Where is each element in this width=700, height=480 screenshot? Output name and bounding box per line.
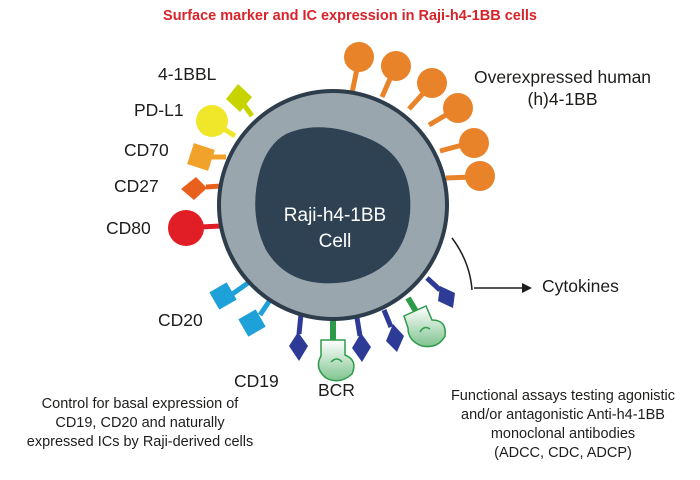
- functional-note: Functional assays testing agonistic and/…: [430, 387, 696, 463]
- functional-note-line: monoclonal antibodies: [490, 426, 636, 442]
- control-note: Control for basal expression of CD19, CD…: [6, 395, 274, 452]
- h41bb-receptor: [379, 51, 411, 99]
- h41bb-receptor: [445, 161, 495, 191]
- control-note-line: Control for basal expression of: [41, 396, 239, 412]
- label-cd27: CD27: [114, 176, 159, 196]
- bcr-markers: [317, 296, 446, 382]
- functional-note-line: (ADCC, CDC, ADCP): [494, 445, 632, 461]
- cd70-marker-shape: [187, 143, 226, 171]
- bcr-marker: [403, 296, 446, 348]
- raji-cell: [217, 89, 449, 321]
- label-cd19: CD19: [234, 371, 279, 391]
- label-cd80: CD80: [106, 218, 151, 238]
- cd20-marker: [209, 280, 250, 310]
- cell-name: Raji-h4-1BB Cell: [250, 203, 420, 255]
- label-bcr: BCR: [318, 380, 355, 400]
- cd19-marker: [352, 317, 371, 362]
- label-4-1bbl: 4-1BBL: [158, 64, 217, 84]
- control-note-line: CD19, CD20 and naturally: [55, 415, 225, 431]
- cd19-marker: [289, 313, 308, 361]
- h41bb-receptor: [407, 68, 447, 111]
- bbl-marker-shape: [226, 84, 255, 118]
- label-cd20: CD20: [158, 310, 203, 330]
- label-pd-l1: PD-L1: [134, 100, 184, 120]
- pdl1-marker-shape: [196, 105, 237, 139]
- diagram-title: Surface marker and IC expression in Raji…: [163, 8, 537, 24]
- h41bb-receptor: [439, 128, 489, 158]
- label-h41bb-line2: (h)4-1BB: [527, 89, 598, 109]
- cd19-markers: [289, 276, 455, 362]
- cell-name-line1: Raji-h4-1BB: [283, 205, 387, 226]
- cd19-marker: [381, 309, 404, 352]
- functional-note-line: and/or antagonistic Anti-h4-1BB: [461, 407, 665, 423]
- cd80-marker-shape: [168, 210, 222, 246]
- label-cd70: CD70: [124, 140, 169, 160]
- cell-name-line2: Cell: [318, 231, 352, 252]
- label-h41bb: Overexpressed human (h)4-1BB: [474, 66, 651, 110]
- h41bb-receptor: [427, 93, 473, 128]
- h41bb-receptors: [344, 42, 495, 191]
- bcr-marker: [317, 319, 355, 382]
- cd20-markers: [209, 280, 273, 337]
- cd20-marker: [238, 298, 273, 337]
- label-cytokines: Cytokines: [542, 276, 619, 296]
- functional-note-line: Functional assays testing agonistic: [450, 388, 676, 404]
- cell-nucleus: [255, 127, 411, 284]
- h41bb-receptor: [344, 42, 374, 94]
- cd27-marker-shape: [181, 177, 222, 200]
- control-note-line: expressed ICs by Raji-derived cells: [26, 434, 254, 450]
- cytokine-arrow: [451, 237, 532, 293]
- label-h41bb-line1: Overexpressed human: [474, 67, 652, 87]
- cd19-marker: [425, 276, 455, 308]
